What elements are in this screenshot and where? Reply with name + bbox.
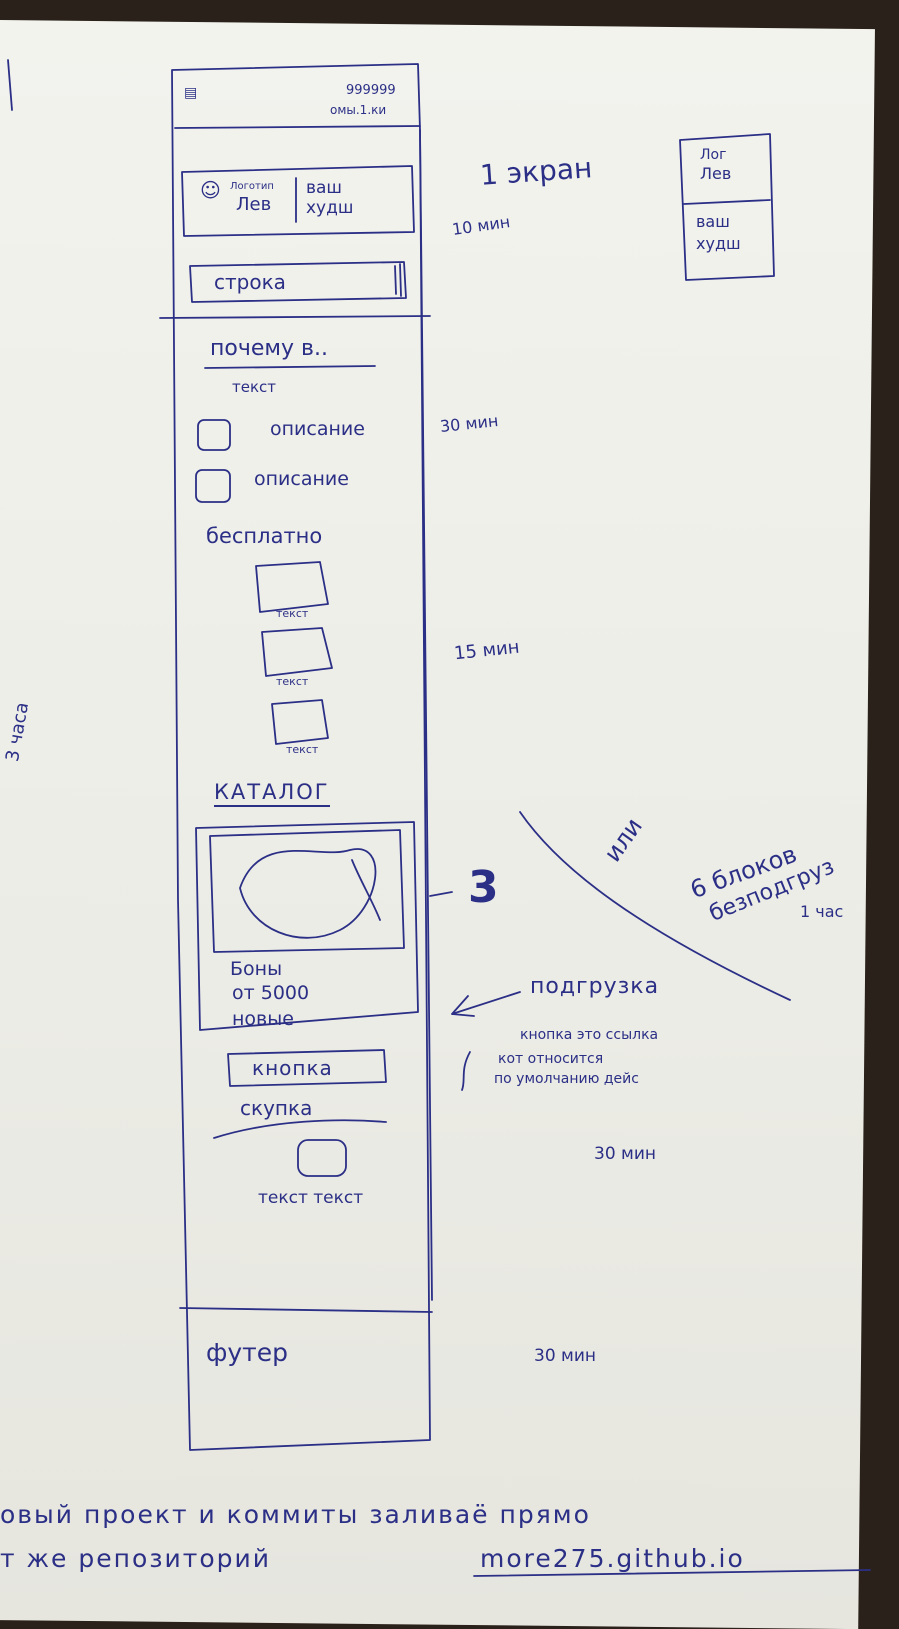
mini-screen bbox=[679, 133, 775, 281]
catalog-card-line-2: от 5000 bbox=[232, 982, 310, 1004]
free-image-2 bbox=[261, 627, 333, 677]
load-text-2: кот относится bbox=[498, 1051, 604, 1067]
buyout-icon bbox=[297, 1139, 347, 1177]
lion-logo-icon: ☺ bbox=[200, 178, 221, 202]
bottom-link[interactable]: more275.github.io bbox=[480, 1544, 745, 1573]
footer-divider bbox=[179, 1307, 433, 1313]
header-slogan-1: ваш bbox=[306, 178, 342, 198]
search-line[interactable]: строка bbox=[214, 270, 286, 294]
free-image-3 bbox=[271, 699, 329, 745]
screen-label: 1 экран bbox=[478, 151, 594, 192]
phone-frame bbox=[171, 63, 431, 1451]
catalog-squiggle-2 bbox=[351, 859, 381, 921]
mini-top-2: Лев bbox=[700, 164, 732, 183]
status-divider bbox=[174, 125, 421, 129]
free-image-1 bbox=[255, 561, 329, 613]
mini-bottom-1: ваш bbox=[696, 212, 730, 231]
footer-label: футер bbox=[206, 1338, 288, 1367]
time-30b: 30 мин bbox=[594, 1144, 657, 1164]
load-arrow bbox=[451, 991, 521, 1017]
load-heading: подгрузка bbox=[530, 974, 660, 999]
catalog-squiggle bbox=[239, 848, 377, 939]
time-footer: 30 мин bbox=[534, 1346, 597, 1366]
section-count: 3 bbox=[468, 862, 499, 913]
alt-time: 1 час bbox=[800, 902, 844, 921]
button-box bbox=[227, 1049, 387, 1087]
buyout-heading: скупка bbox=[240, 1096, 313, 1120]
catalog-card-line-3: новые bbox=[232, 1008, 294, 1030]
main-button[interactable]: кнопка bbox=[252, 1056, 333, 1080]
catalog-card bbox=[195, 821, 419, 1031]
bottom-line-1: овый проект и коммиты заливаё прямо bbox=[0, 1500, 591, 1529]
free-item-3: текст bbox=[286, 743, 319, 756]
phone-frame-inner bbox=[419, 129, 433, 1301]
checkbox-2 bbox=[195, 469, 231, 503]
load-brace bbox=[461, 1051, 471, 1091]
free-item-1: текст bbox=[276, 607, 309, 620]
mini-top-1: Лог bbox=[700, 147, 727, 163]
status-text-2: омы.1.ки bbox=[330, 103, 387, 117]
margin-mark bbox=[7, 59, 13, 111]
bottom-line-2: т же репозиторий bbox=[0, 1544, 272, 1573]
catalog-card-line-1: Боны bbox=[230, 958, 283, 980]
link-underline bbox=[473, 1569, 871, 1577]
status-text-1: 999999 bbox=[346, 83, 396, 98]
count-pointer bbox=[429, 891, 453, 897]
free-heading: бесплатно bbox=[206, 524, 323, 548]
checkbox-1 bbox=[197, 419, 231, 451]
search-scroll bbox=[394, 263, 402, 297]
why-heading: почему в.. bbox=[210, 336, 328, 361]
catalog-heading: КАТАЛОГ bbox=[214, 782, 330, 807]
feature-2: описание bbox=[254, 468, 349, 490]
search-box bbox=[189, 261, 407, 303]
mini-bottom-2: худш bbox=[696, 234, 741, 253]
load-text-3: по умолчанию дейс bbox=[494, 1071, 639, 1087]
header-slogan-2: худш bbox=[306, 198, 354, 218]
why-underline bbox=[204, 365, 376, 369]
alt-curve bbox=[519, 811, 791, 1001]
feature-1: описание bbox=[270, 418, 365, 440]
menu-icon: ▤ bbox=[184, 85, 198, 101]
section-divider bbox=[159, 315, 431, 319]
header-logo-label-1: Логотип bbox=[230, 181, 274, 192]
buyout-text: текст текст bbox=[258, 1188, 364, 1208]
why-text: текст bbox=[232, 378, 277, 396]
header-box bbox=[181, 165, 415, 237]
mini-divider bbox=[683, 199, 771, 205]
free-item-2: текст bbox=[276, 675, 309, 688]
header-logo-label-2: Лев bbox=[236, 194, 272, 215]
catalog-image bbox=[209, 829, 405, 953]
load-text-1: кнопка это ссылка bbox=[520, 1027, 659, 1043]
buyout-underline bbox=[213, 1119, 387, 1139]
